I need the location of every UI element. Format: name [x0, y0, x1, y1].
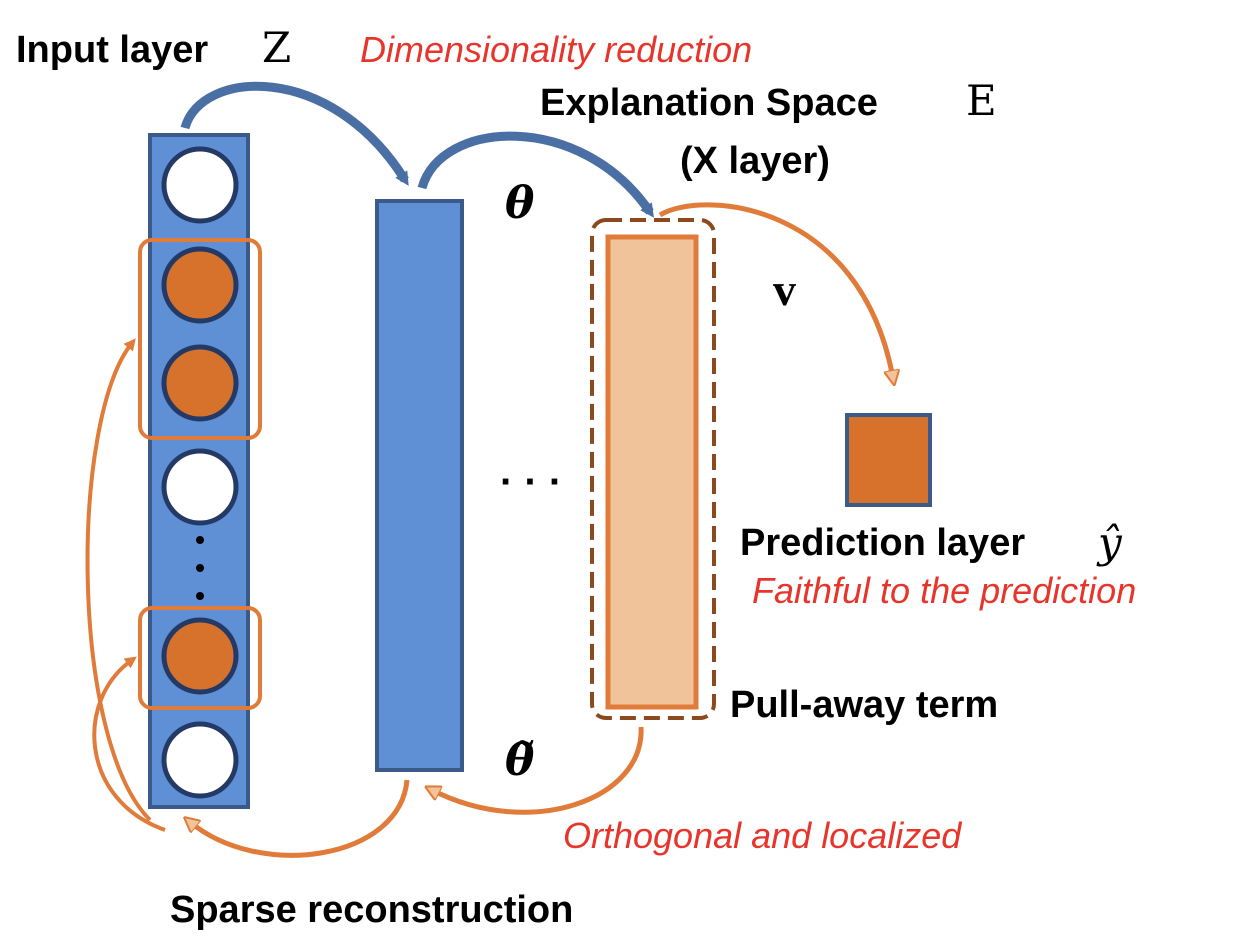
blue-curved-arrow: [180, 81, 409, 186]
pull-away-label: Pull-away term: [730, 684, 998, 726]
input-layer: [138, 133, 262, 809]
prediction-layer-label: Prediction layer: [740, 522, 1025, 564]
input-node-selected: [161, 617, 239, 695]
ellipsis-dot: [196, 536, 204, 544]
input-layer-symbol: Z: [262, 23, 291, 72]
input-node: [161, 146, 239, 224]
input-node-selected: [161, 344, 239, 422]
faithful-label: Faithful to the prediction: [752, 570, 1136, 611]
x-layer-label: (X layer): [680, 140, 830, 182]
v-label: v: [773, 264, 796, 315]
ellipsis-dot: [196, 564, 204, 572]
input-node: [161, 721, 239, 799]
orange-reconstruction-arrow: [85, 338, 152, 822]
explanation-space-symbol: E: [966, 76, 997, 125]
selection-box: [138, 606, 262, 710]
pull-away-dashed-box: [590, 218, 716, 720]
input-layer-label: Input layer: [16, 29, 208, 71]
selection-box: [138, 238, 262, 440]
prediction-symbol: ŷ: [1096, 518, 1123, 567]
theta-tilde-label: θ̃: [505, 735, 535, 786]
ellipsis-dot: [196, 592, 204, 600]
orange-curved-arrow: [190, 779, 410, 858]
input-node-selected: [161, 246, 239, 324]
x-layer-bar: [605, 234, 699, 710]
input-node: [161, 448, 239, 526]
prediction-node: [845, 413, 932, 507]
theta-label: θ: [505, 178, 535, 229]
sparse-reconstruction-label: Sparse reconstruction: [170, 889, 573, 931]
hidden-layer-bar: [375, 199, 464, 772]
explanation-space-label: Explanation Space: [540, 82, 878, 124]
orange-reconstruction-arrow: [92, 656, 166, 832]
dimensionality-reduction-label: Dimensionality reduction: [360, 29, 752, 70]
horizontal-ellipsis: · · ·: [500, 460, 562, 504]
orange-curved-arrow: [432, 726, 644, 815]
orthogonal-label: Orthogonal and localized: [563, 815, 962, 856]
blue-curved-arrow: [417, 131, 654, 218]
orange-curved-arrow: [658, 202, 893, 378]
